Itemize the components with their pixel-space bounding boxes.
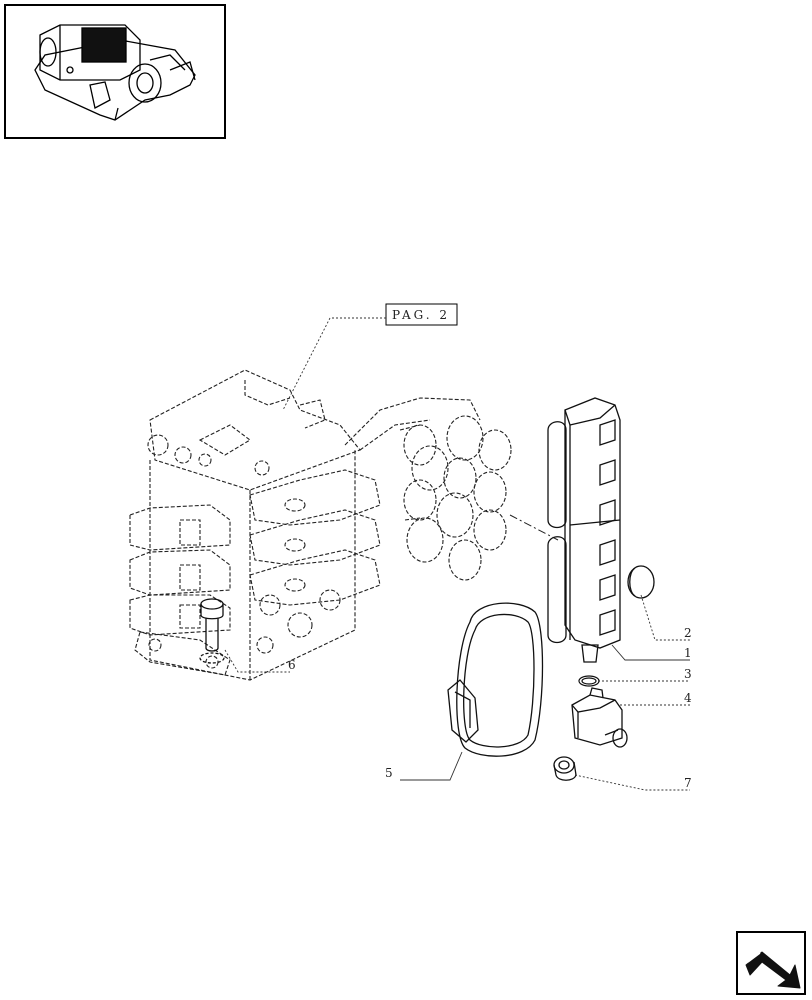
valve-assembly-thumbnail-icon	[34, 24, 196, 121]
leader-6	[224, 649, 290, 673]
leader-1	[611, 644, 690, 661]
part-2-cap[interactable]	[627, 565, 655, 599]
thumbnail-frame[interactable]	[4, 4, 226, 139]
part-3-o-ring[interactable]	[578, 675, 600, 687]
part-4-fitting-block[interactable]	[571, 687, 628, 748]
leader-5	[400, 751, 463, 781]
part-6-bolt[interactable]	[199, 598, 225, 664]
alignment-centerline	[509, 514, 559, 541]
page-reference-leader	[282, 317, 386, 411]
leader-7	[574, 774, 690, 791]
quick-coupler-bank	[399, 415, 512, 581]
part-1-coupler-holder[interactable]	[547, 397, 621, 663]
leader-lines	[224, 594, 690, 791]
callout-4[interactable]: 4	[684, 691, 692, 705]
page-reference-label: PAG. 2	[392, 308, 450, 322]
callout-labels: 2 1 3 4 5 6 7	[288, 626, 692, 790]
part-7-cap[interactable]	[553, 756, 577, 781]
callout-2[interactable]: 2	[684, 626, 692, 640]
part-5-gasket[interactable]	[447, 602, 544, 757]
callout-7[interactable]: 7	[684, 776, 692, 790]
next-page-button[interactable]	[736, 931, 806, 995]
callout-5[interactable]: 5	[385, 766, 393, 780]
next-page-arrow-icon	[745, 951, 801, 989]
callout-1[interactable]: 1	[684, 646, 692, 660]
callout-3[interactable]: 3	[684, 667, 692, 681]
page-reference-box[interactable]: PAG. 2	[385, 303, 458, 326]
leader-2	[640, 594, 690, 641]
callout-6[interactable]: 6	[288, 658, 296, 672]
control-valve-block	[129, 369, 481, 681]
